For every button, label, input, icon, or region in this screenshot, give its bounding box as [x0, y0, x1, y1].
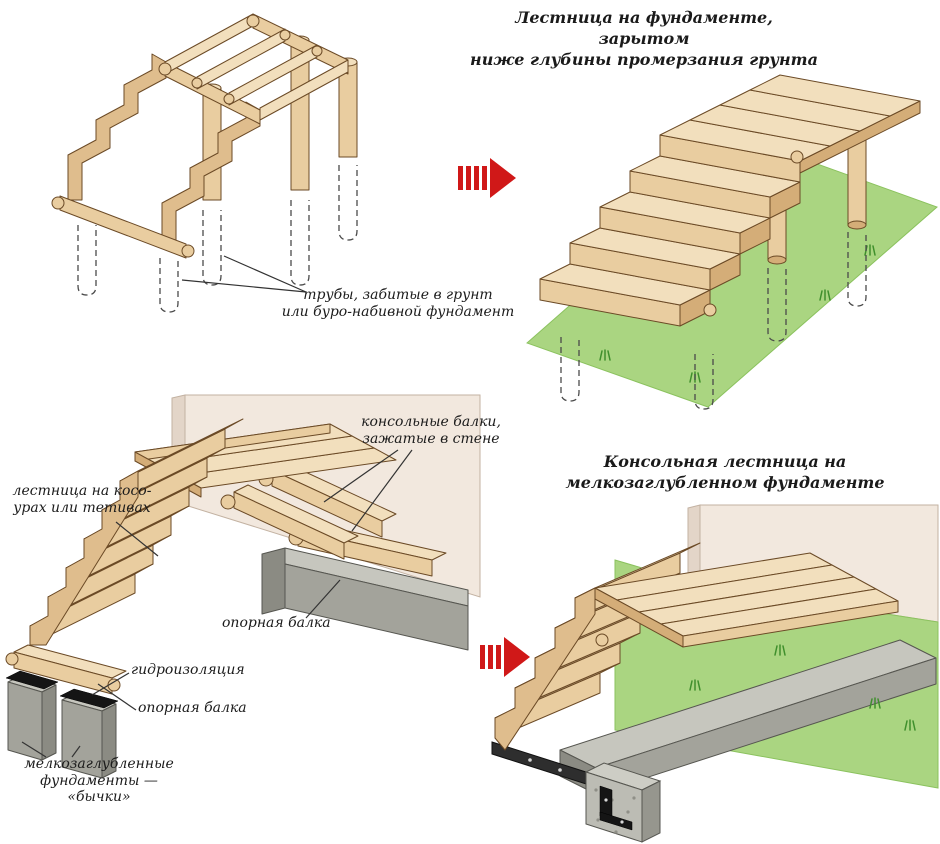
frame-joist [259, 59, 349, 121]
label-line: мелкозаглубленные [24, 756, 174, 772]
pile-pipe-icon [847, 232, 867, 307]
cantilever-leader-line [351, 449, 413, 532]
label-line: консольные балки, [361, 414, 501, 430]
cantilever-beam [220, 484, 359, 560]
foundation-block [5, 670, 59, 761]
support-beam-leader-line [97, 683, 137, 711]
grass-tuft-icon [869, 697, 881, 709]
log-end-cap [703, 303, 717, 317]
title-line: ниже глубины промерзания грунта [470, 49, 818, 69]
label-line: трубы, забитые в грунт [303, 287, 493, 303]
label-pipes: трубы, забитые в грунт или буро-набивной… [272, 287, 524, 320]
buried-foundation-stairs-drawing [526, 74, 938, 410]
grass-tuft-icon [599, 349, 611, 361]
label-foundations: мелкозаглубленные фундаменты — «бычки» [8, 756, 190, 806]
pile-pipe-icon [694, 354, 714, 410]
label-line: зажатые в стене [362, 430, 500, 447]
label-line: урах или тетивах [13, 499, 151, 516]
support-beam-leader-line [305, 579, 341, 619]
label-cantilever-beams: консольные балки, зажатые в стене [350, 414, 512, 447]
waterproofing-leader-line [91, 672, 130, 696]
title-cantilever-stairs: Консольная лестница на мелкозаглубленном… [540, 452, 910, 494]
deck-planks [659, 74, 921, 174]
label-support-beam-base: опорная балка [138, 700, 247, 716]
grass-tuft-icon [904, 719, 916, 731]
pile-pipe-icon [560, 337, 580, 402]
grass-tuft-icon [689, 679, 701, 691]
grass-tuft-icon [819, 289, 831, 301]
pile-pipe-icon [202, 210, 222, 286]
title-line: Лестница на фундаменте, зарытом [515, 8, 773, 48]
label-line: лестница на косо- [12, 483, 152, 499]
stair-steps [539, 134, 801, 327]
foundation-beam [261, 547, 469, 651]
landing-planks [594, 552, 899, 648]
grass-tuft-icon [774, 644, 786, 656]
pipes-leader-line [181, 255, 307, 293]
stringer-beam [494, 587, 596, 751]
stringer-stairs-drawing [5, 394, 481, 779]
label-line: фундаменты — «бычки» [40, 772, 158, 806]
foundation-block [59, 688, 119, 779]
cantilever-leader-line [323, 449, 399, 503]
red-arrow-icon [458, 158, 516, 198]
log-end-cap [790, 150, 804, 164]
pile-pipe-icon [159, 258, 179, 313]
foundation-leader-line [21, 741, 47, 758]
stringer-beam [29, 470, 139, 646]
foundation-leader-line [71, 745, 81, 758]
pile-pipe-icon [77, 225, 97, 296]
support-beam-base [5, 644, 127, 695]
pile-pipe-icon [338, 165, 358, 241]
title-line: Консольная лестница на [603, 452, 847, 471]
label-waterproofing: гидроизоляция [131, 662, 245, 678]
waterproofing-layer [5, 670, 59, 690]
stringer-beam [67, 53, 167, 201]
wood-post [847, 139, 867, 226]
label-stringers: лестница на косо- урах или тетивах [4, 483, 160, 516]
cantilever-stairs-drawing [491, 504, 939, 843]
pile-pipe-icon [290, 200, 310, 286]
angle-bracket [599, 785, 633, 831]
title-buried-foundation: Лестница на фундаменте, зарытом ниже глу… [470, 8, 818, 70]
waterproofing-layer [59, 688, 119, 709]
label-line: или буро-набивной фундамент [281, 303, 515, 320]
pile-frame-drawing [51, 13, 358, 313]
title-line: мелкозаглубленном фундаменте [565, 472, 885, 492]
stringer-leader-line [115, 521, 159, 557]
red-arrow-icon [480, 637, 530, 677]
label-support-beam-wall: опорная балка [222, 615, 331, 631]
